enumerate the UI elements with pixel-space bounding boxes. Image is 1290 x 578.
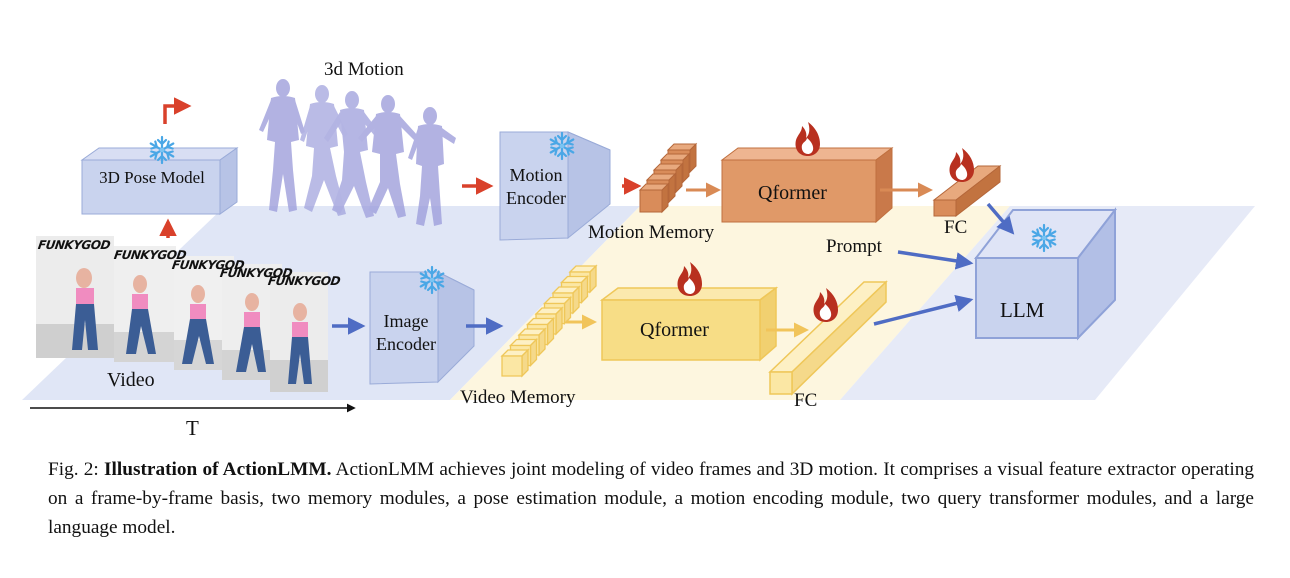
motion-memory-block (638, 142, 698, 214)
qformer-bottom-label: Qformer (640, 319, 709, 341)
image-encoder-label: Image Encoder (376, 311, 436, 354)
prompt-label: Prompt (826, 236, 882, 257)
caption-title: Illustration of ActionLMM. (104, 459, 332, 480)
motion-memory-label: Motion Memory (588, 222, 715, 243)
motion-encoder-label: Motion Encoder (506, 165, 566, 208)
image-encoder-block (369, 271, 475, 385)
caption-prefix: Fig. 2: (48, 459, 105, 480)
video-frames (36, 236, 328, 392)
fc-top-flame-icon (949, 148, 974, 182)
fc-top-to-llm-arrow (986, 202, 1015, 235)
qformer-top-label: Qformer (758, 182, 827, 204)
motion-3d-label: 3d Motion (324, 59, 404, 80)
time-axis-label: T (186, 416, 199, 440)
llm-block (973, 207, 1118, 341)
video-memory-cube (500, 348, 530, 378)
figure-caption: Fig. 2: Illustration of ActionLMM. Actio… (48, 455, 1254, 542)
llm-label: LLM (1000, 298, 1045, 322)
fc-top-block (932, 164, 1002, 218)
qformer-top-flame-icon (795, 122, 820, 156)
pose-model-block (80, 147, 239, 215)
video-memory-block (500, 264, 598, 378)
fc-bottom-label: FC (794, 390, 818, 411)
pose-to-motion-arrow (163, 97, 192, 124)
video-label: Video (107, 369, 155, 391)
fc-bottom-to-llm-arrow (873, 294, 974, 326)
motion-encoder-block (499, 131, 611, 241)
video-memory-label: Video Memory (460, 387, 576, 408)
fc-top-label: FC (944, 217, 968, 238)
actionlmm-architecture-diagram (22, 79, 1255, 413)
frame-banner-text: FUNKYGOD (267, 274, 341, 288)
qformer-top-block (720, 147, 894, 224)
pose-model-label: 3D Pose Model (99, 168, 205, 187)
3d-motion-figures (259, 79, 456, 226)
caption-body: ActionLMM achieves joint modeling of vid… (48, 459, 1255, 538)
prompt-to-llm-arrow (897, 250, 974, 270)
frame-banner-text: FUNKYGOD (37, 238, 111, 252)
